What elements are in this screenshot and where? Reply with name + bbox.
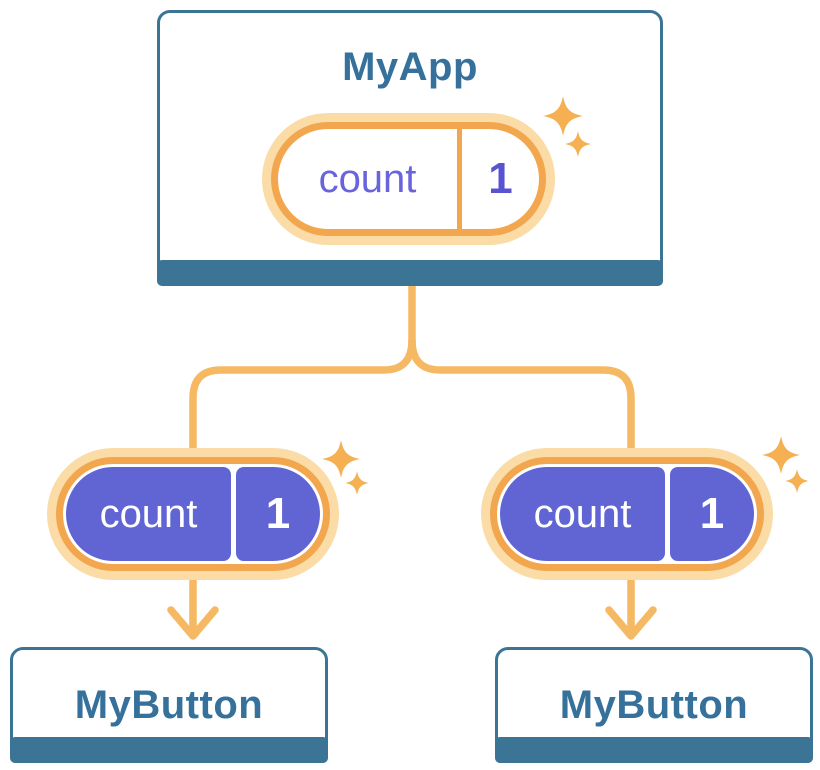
state-pill-ring: count 1 (271, 122, 546, 236)
root-component-title: MyApp (342, 45, 478, 89)
right-child-component-card: MyButton (495, 647, 813, 763)
state-pill-label-cell: count (278, 129, 457, 229)
left-prop-value: 1 (265, 489, 291, 538)
arrow-head-right-icon (605, 606, 657, 640)
left-child-component-title: MyButton (74, 682, 264, 727)
state-pill-value-cell: 1 (462, 129, 539, 229)
right-prop-value: 1 (699, 489, 725, 538)
left-prop-label: count (99, 491, 198, 536)
left-prop-value-segment: 1 (236, 467, 320, 561)
right-child-component-title: MyButton (559, 682, 749, 727)
connector-branch-right (408, 339, 635, 633)
left-prop-label-segment: count (66, 467, 231, 561)
state-pill-label: count (318, 156, 417, 201)
arrow-head-left-icon (167, 606, 219, 640)
root-state-pill: count 1 (262, 113, 555, 245)
right-prop-pill-ring: count 1 (490, 457, 764, 571)
right-prop-pill: count 1 (481, 448, 773, 580)
state-pill-value: 1 (488, 154, 513, 203)
right-prop-value-segment: 1 (670, 467, 754, 561)
right-prop-label-segment: count (500, 467, 665, 561)
state-pill-divider (457, 129, 462, 229)
left-child-component-card: MyButton (10, 647, 328, 763)
right-prop-label: count (533, 491, 632, 536)
left-prop-pill: count 1 (47, 448, 339, 580)
left-prop-pill-ring: count 1 (56, 457, 330, 571)
connector-branch-left (189, 339, 416, 633)
